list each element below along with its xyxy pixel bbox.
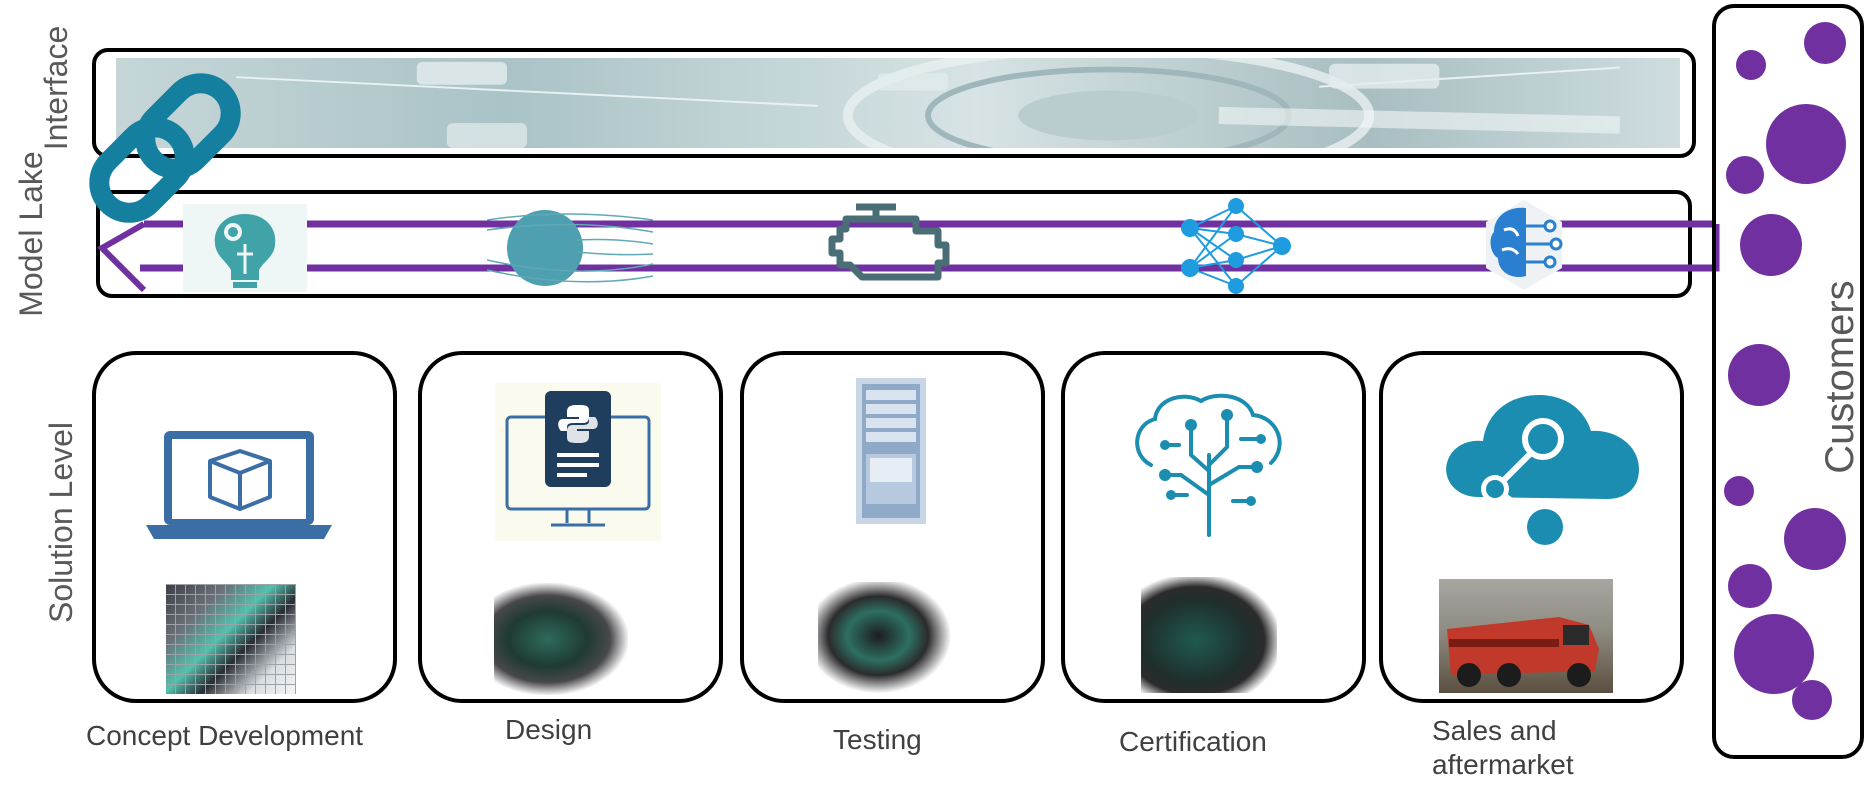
engine-icon [826, 201, 950, 291]
interface-label: Interface [38, 25, 74, 151]
point-cloud-design-image [494, 583, 628, 695]
stage-label-sales-aftermarket: Sales and aftermarket [1432, 715, 1574, 780]
interface-dashboard-graphic [236, 52, 1621, 154]
interface-dashboard-image [116, 52, 1680, 154]
model-lake-band [96, 190, 1692, 298]
stage-label-certification: Certification [1119, 726, 1267, 757]
gear-brain-bulb-icon [183, 204, 307, 292]
flow-simulation-sphere-icon [487, 200, 653, 292]
customer-bubble [1736, 50, 1766, 80]
stage-concept-development [92, 351, 397, 703]
model-lake-label: Model Lake [13, 151, 49, 317]
customer-bubble [1728, 344, 1790, 406]
stage-label-testing: Testing [833, 724, 922, 755]
point-cloud-engine-image [818, 582, 952, 694]
stage-sales-aftermarket [1379, 351, 1684, 703]
customers-panel [1712, 4, 1864, 759]
stage-design [418, 351, 723, 703]
stage-certification [1061, 351, 1366, 703]
stage-testing [740, 351, 1045, 703]
customers-label: Customers [1818, 280, 1862, 474]
fire-truck-photo-image [1439, 579, 1613, 693]
interface-band [92, 48, 1696, 158]
customer-bubble [1792, 680, 1832, 720]
circuit-brain-icon [1135, 393, 1282, 537]
fire-truck-graphic [1447, 617, 1599, 687]
stage-label-design: Design [505, 714, 593, 745]
ai-brain-icon [1478, 196, 1570, 294]
voxel-mesh-image [166, 584, 296, 694]
customer-bubble [1804, 22, 1846, 64]
chain-link-icon [89, 73, 241, 223]
laptop-3d-cube-icon [146, 431, 332, 539]
customer-bubble [1726, 156, 1764, 194]
cloud-share-icon [1446, 395, 1639, 545]
customer-bubble [1740, 214, 1802, 276]
customer-bubble [1784, 508, 1846, 570]
customer-bubble [1728, 564, 1772, 608]
neural-network-icon [1178, 198, 1294, 294]
customer-bubble [1724, 476, 1754, 506]
server-rack-icon [856, 378, 926, 524]
solution-level-label: Solution Level [43, 421, 79, 623]
python-monitor-icon [495, 383, 661, 541]
title-sliver [200, 0, 1500, 6]
customer-bubble [1766, 104, 1846, 184]
stage-label-concept-development: Concept Development [86, 720, 364, 751]
model-lake-loop-arrow [97, 220, 1720, 292]
engine-photo-image [1141, 577, 1277, 693]
customer-bubble [1734, 614, 1814, 694]
